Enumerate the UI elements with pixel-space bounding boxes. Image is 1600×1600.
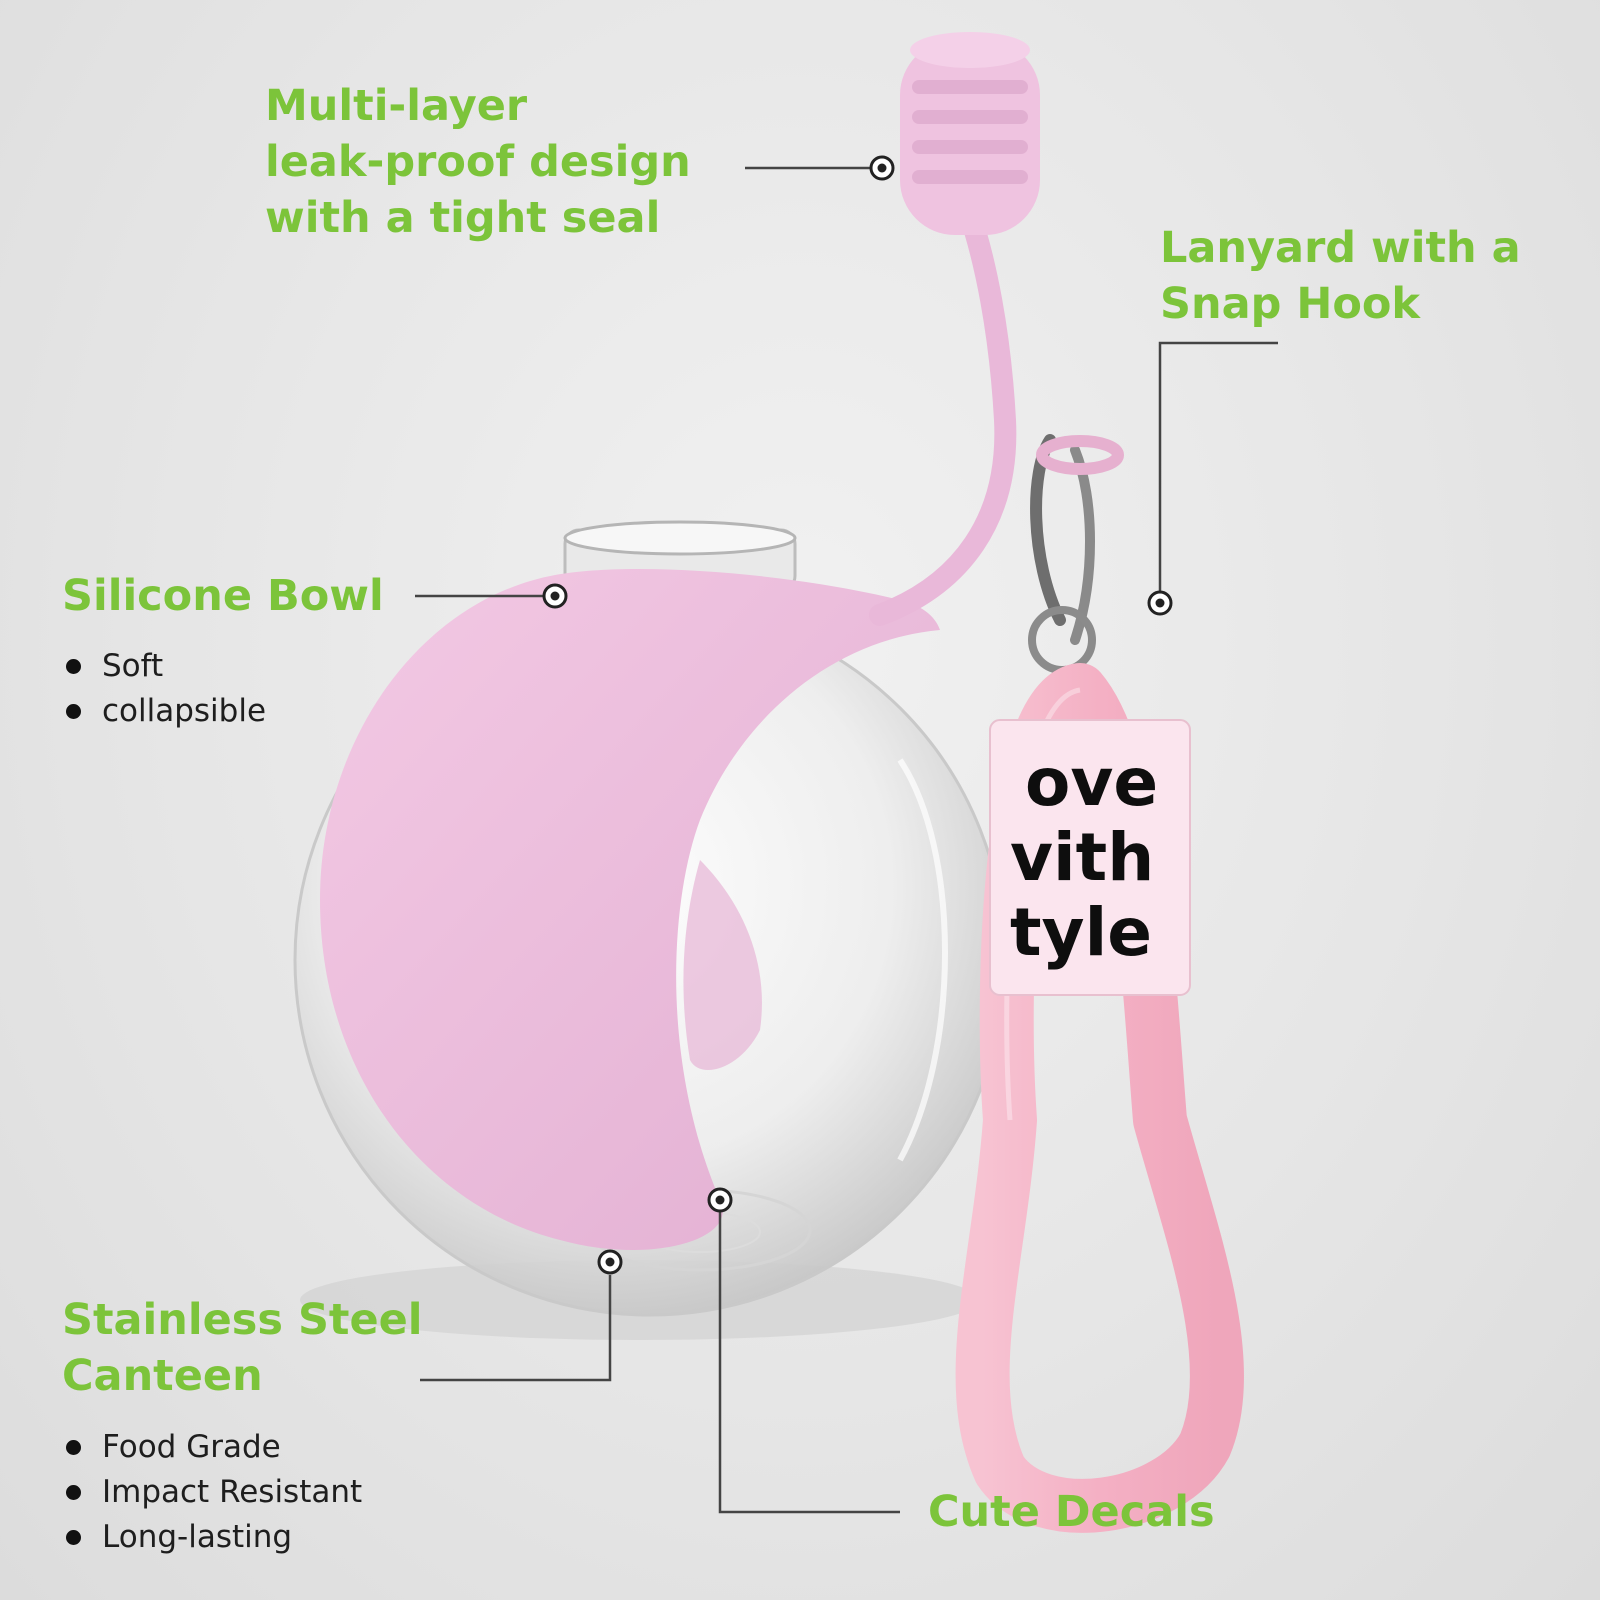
feature-collapsible: collapsible	[62, 689, 266, 734]
feature-food-grade: Food Grade	[62, 1425, 362, 1470]
decal-line-2: vith	[1010, 819, 1154, 896]
leader-lanyard	[1158, 341, 1278, 600]
callout-lanyard: Lanyard with a Snap Hook	[1160, 223, 1521, 329]
leader-canteen	[420, 1275, 612, 1382]
callout-decals: Cute Decals	[928, 1487, 1215, 1537]
decal-line-3: tyle	[1010, 894, 1152, 971]
target-dot-icon	[1147, 590, 1173, 616]
silicone-bowl	[320, 569, 940, 1251]
feature-long-lasting: Long-lasting	[62, 1515, 362, 1560]
feature-soft: Soft	[62, 644, 266, 689]
leader-lines	[415, 166, 1278, 1514]
canteen-features: Food Grade Impact Resistant Long-lasting	[62, 1425, 362, 1560]
target-dot-icon	[542, 583, 568, 609]
snap-hook	[1028, 434, 1124, 674]
target-dot-icon	[869, 155, 895, 181]
decal-tag: ove vith tyle	[989, 719, 1191, 996]
lid-strap	[869, 204, 1017, 626]
callout-silicone-bowl-title: Silicone Bowl	[62, 571, 384, 621]
leader-decals	[718, 1208, 900, 1514]
target-dot-icon	[597, 1249, 623, 1275]
decal-line-1: ove	[1025, 744, 1158, 821]
leader-markers	[542, 155, 1173, 1275]
callout-canteen-title: Stainless Steel Canteen	[62, 1295, 423, 1401]
feature-impact-resistant: Impact Resistant	[62, 1470, 362, 1515]
lid-stopper	[900, 32, 1040, 235]
callout-leak-proof: Multi-layer leak-proof design with a tig…	[265, 81, 691, 243]
target-dot-icon	[707, 1187, 733, 1213]
silicone-bowl-features: Soft collapsible	[62, 644, 266, 734]
